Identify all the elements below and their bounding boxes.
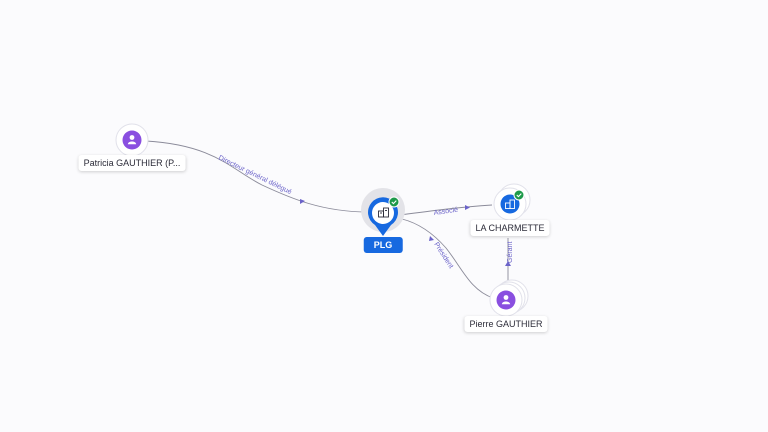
edge-plg-lacharmette[interactable]	[399, 204, 493, 216]
edge-arrows	[300, 199, 511, 266]
node-lacharmette[interactable]	[493, 183, 531, 221]
node-plg[interactable]	[361, 188, 405, 236]
verified-check-icon	[513, 189, 525, 201]
node-patricia[interactable]	[115, 123, 149, 157]
node-label-pierre[interactable]: Pierre GAUTHIER	[464, 316, 548, 332]
arrow-gerant	[505, 261, 511, 266]
node-label-patricia[interactable]: Patricia GAUTHIER (P...	[78, 155, 186, 171]
company-icon	[378, 207, 389, 218]
arrow-president	[429, 236, 434, 241]
company-icon	[505, 199, 515, 209]
edge-label-associe: Associé	[433, 207, 458, 217]
node-pierre[interactable]	[489, 279, 529, 317]
arrow-associe	[465, 205, 470, 210]
edge-patricia-plg[interactable]	[145, 140, 369, 213]
node-label-plg[interactable]: PLG	[363, 237, 403, 253]
arrow-directeur	[300, 199, 305, 204]
edges	[145, 140, 509, 299]
verified-check-icon	[388, 196, 400, 208]
edge-pierre-plg[interactable]	[401, 218, 494, 299]
edge-label-gerant: Gérant	[507, 242, 514, 263]
edge-label-directeur: Directeur général délégué	[217, 155, 293, 197]
node-label-lacharmette[interactable]: LA CHARMETTE	[470, 220, 550, 236]
person-icon	[501, 295, 511, 305]
person-icon	[127, 135, 137, 145]
